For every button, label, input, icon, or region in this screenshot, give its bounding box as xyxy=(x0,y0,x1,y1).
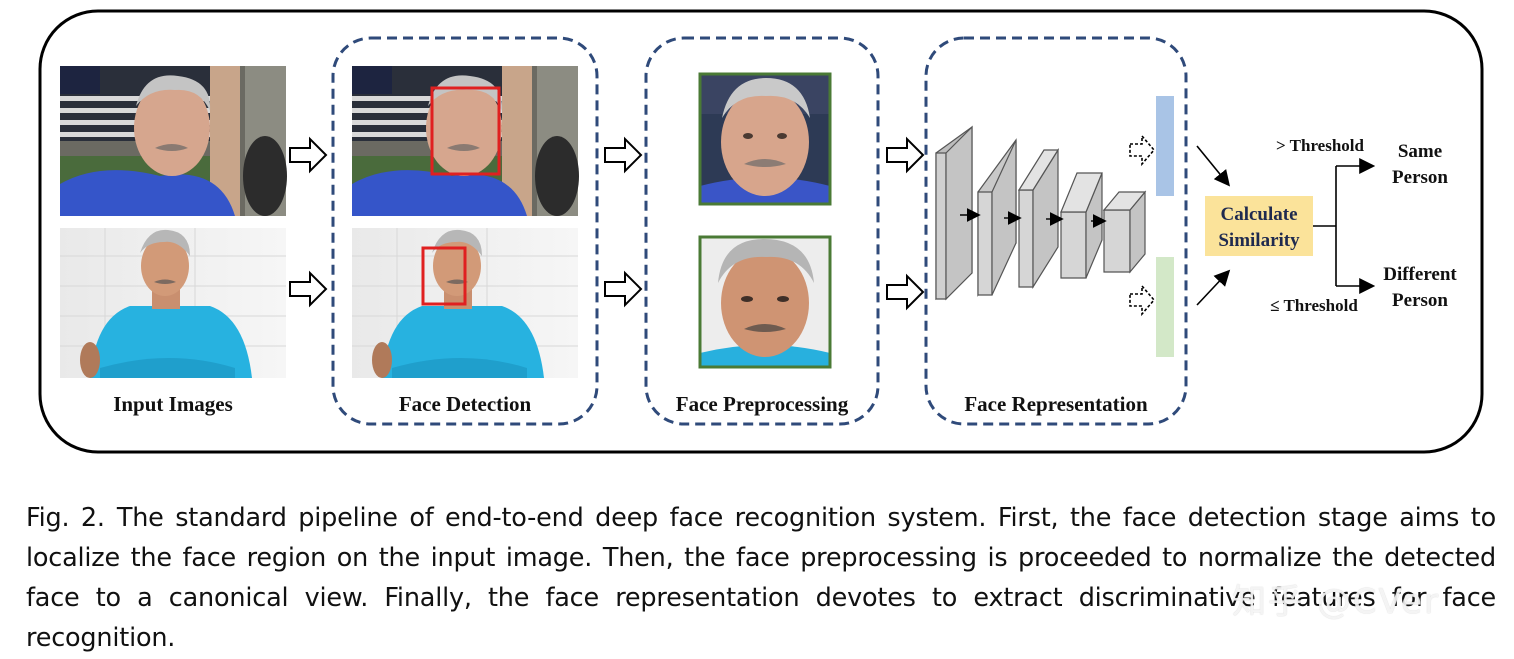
figure-caption: Fig. 2.The standard pipeline of end-to-e… xyxy=(26,498,1496,658)
face-preprocessing-box xyxy=(644,36,880,426)
cnn-arrows xyxy=(960,208,1107,228)
similarity-line-1: Calculate xyxy=(1220,204,1297,225)
decision-branches xyxy=(1313,158,1376,294)
threshold-below-label: ≤ Threshold xyxy=(1270,296,1358,315)
aligned-face-1-border xyxy=(698,72,832,206)
pipeline-figure: Input Images Face Detection Face Preproc… xyxy=(38,9,1484,454)
caption-text: The standard pipeline of end-to-end deep… xyxy=(26,503,1496,653)
calculate-similarity-box xyxy=(1205,196,1313,256)
aligned-face-2 xyxy=(700,237,830,367)
threshold-above-label: > Threshold xyxy=(1276,136,1365,155)
different-person-line-1: Different xyxy=(1383,264,1457,285)
input-photo-2 xyxy=(59,227,287,379)
detection-box-2 xyxy=(421,246,467,306)
input-photo-1 xyxy=(60,66,287,216)
same-person-line-1: Same xyxy=(1398,141,1442,162)
face-representation-box xyxy=(924,36,1188,426)
different-person-line-2: Person xyxy=(1392,290,1448,311)
face-preprocessing-label: Face Preprocessing xyxy=(676,392,849,416)
watermark: 知乎 @CVer xyxy=(1232,582,1441,622)
feature-vector-2 xyxy=(1156,257,1174,357)
face-detection-label: Face Detection xyxy=(399,392,532,416)
face-detection-box xyxy=(331,36,599,426)
feature-vector-1 xyxy=(1156,96,1174,196)
aligned-face-1 xyxy=(700,74,830,204)
cnn-network-icon xyxy=(935,125,1147,301)
detection-box-1 xyxy=(430,86,501,176)
similarity-input-arrows xyxy=(1196,145,1231,306)
face-representation-label: Face Representation xyxy=(964,392,1148,416)
aligned-face-2-border xyxy=(698,235,832,369)
similarity-line-2: Similarity xyxy=(1218,230,1300,251)
same-person-line-2: Person xyxy=(1392,167,1448,188)
caption-label: Fig. 2. xyxy=(26,503,105,533)
input-images-label: Input Images xyxy=(113,392,233,416)
